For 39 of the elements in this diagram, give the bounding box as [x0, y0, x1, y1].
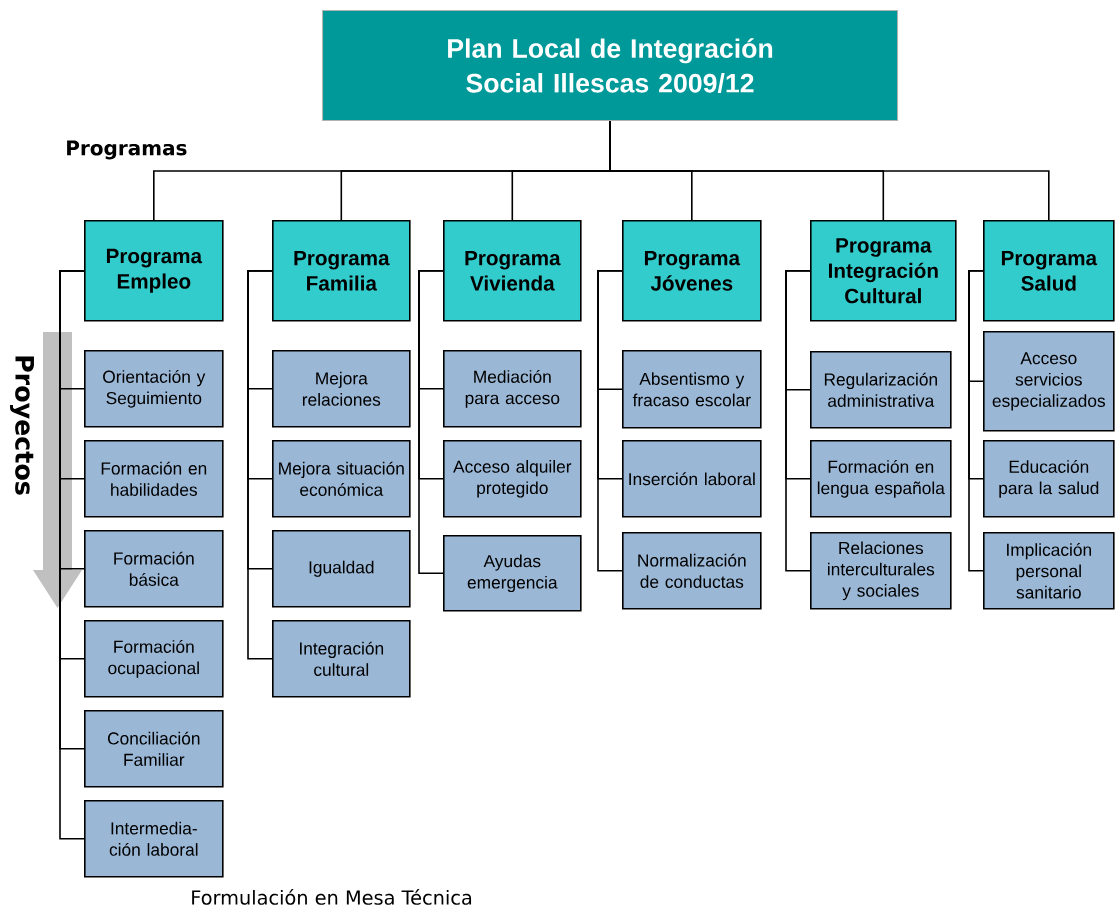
caption: Formulación en Mesa Técnica	[192, 889, 472, 905]
connector-line	[597, 270, 623, 572]
program-box: Programa Vivienda	[443, 220, 582, 322]
program-box: Programa Jóvenes	[622, 220, 762, 322]
project-box: Mediación para acceso	[443, 350, 582, 428]
project-box: Regularización administrativa	[810, 351, 952, 429]
connector-line	[785, 270, 811, 572]
project-box: Igualdad	[272, 530, 411, 608]
project-box: Conciliación Familiar	[84, 710, 224, 788]
connector-line	[968, 270, 984, 572]
program-box: Programa Empleo	[84, 220, 224, 322]
program-box: Programa Integración Cultural	[810, 220, 957, 322]
project-box: Absentismo y fracaso escolar	[622, 350, 762, 429]
project-box: Acceso alquiler protegido	[443, 440, 582, 518]
connector-line	[609, 120, 1050, 221]
project-box: Normalización de conductas	[622, 532, 762, 610]
connector-line	[418, 270, 444, 575]
project-box: Mejora situación económica	[272, 440, 411, 518]
project-box: Relaciones interculturales y sociales	[810, 532, 952, 610]
connector-line	[59, 270, 85, 840]
project-box: Formación en lengua española	[810, 440, 952, 518]
project-box: Formación en habilidades	[84, 440, 224, 518]
program-box: Programa Familia	[272, 220, 411, 322]
project-box: Ayudas emergencia	[443, 535, 582, 612]
project-box: Formación ocupacional	[84, 620, 224, 698]
connector-line	[247, 270, 273, 660]
project-box: Acceso servicios especializados	[983, 331, 1115, 432]
project-box: Mejora relaciones	[272, 350, 411, 428]
project-box: Inserción laboral	[622, 440, 762, 518]
project-box: Educación para la salud	[983, 440, 1115, 518]
section-label: Programas	[67, 140, 187, 160]
program-box: Programa Salud	[983, 220, 1115, 322]
project-box: Orientación y Seguimiento	[84, 350, 224, 428]
project-box: Integración cultural	[272, 620, 411, 698]
project-box: Formación básica	[84, 530, 224, 608]
project-box: Implicación personal sanitario	[983, 532, 1115, 610]
section-label: Proyectos	[10, 356, 34, 495]
title-box: Plan Local de Integración Social Illescas 2009/12	[322, 10, 899, 122]
project-box: Intermedia- ción laboral	[84, 800, 224, 878]
